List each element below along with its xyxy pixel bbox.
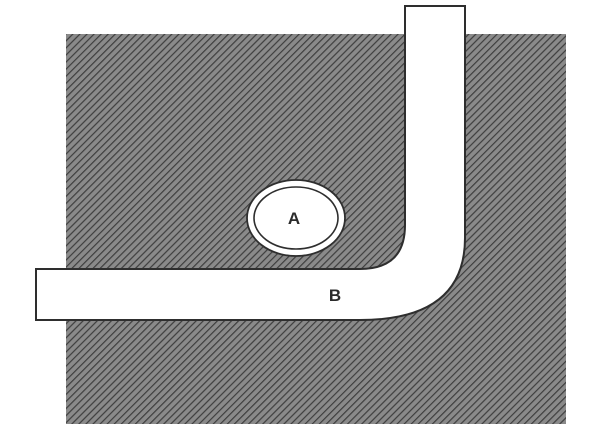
l-channel — [35, 5, 466, 321]
circle-a: A — [246, 179, 346, 257]
label-a: A — [288, 209, 300, 228]
circle-a-inner-ring — [253, 186, 339, 250]
label-b: B — [329, 286, 341, 305]
